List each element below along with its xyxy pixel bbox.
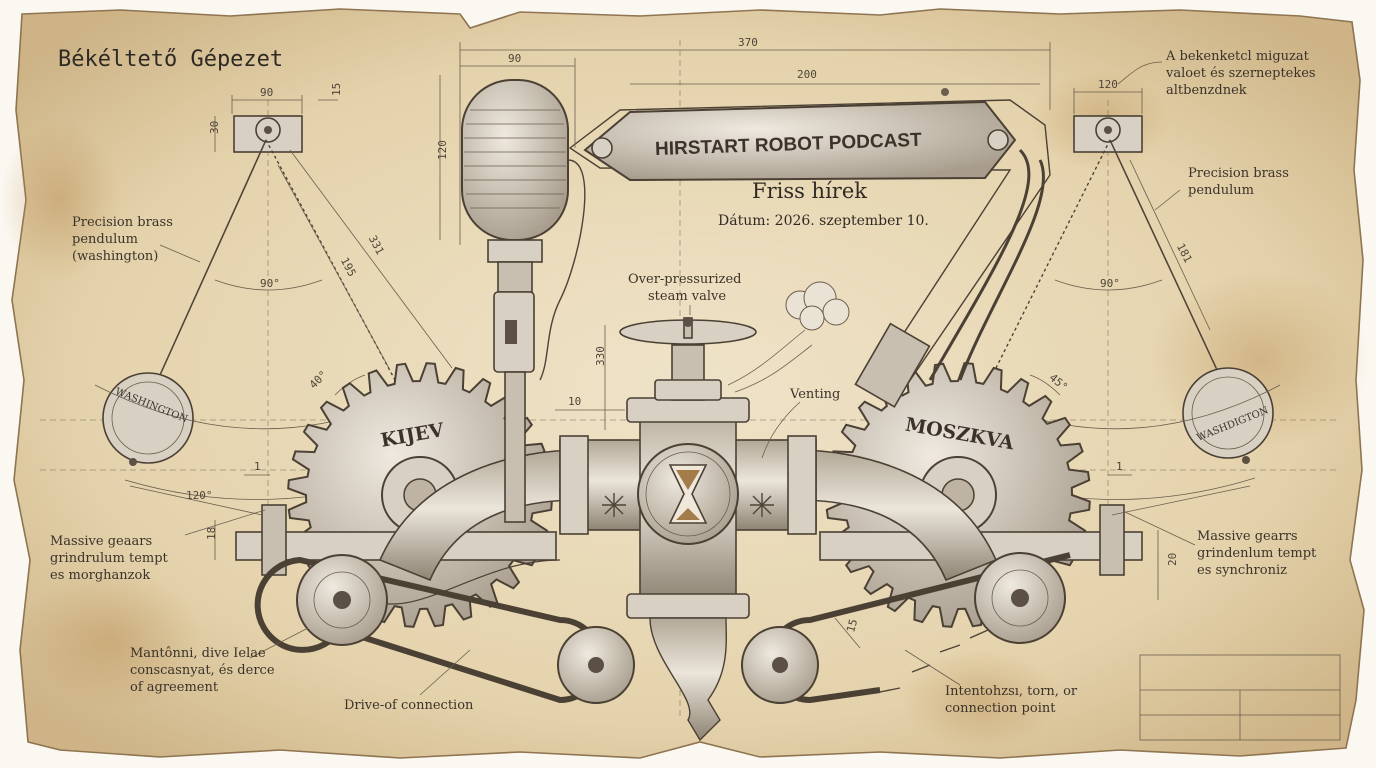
svg-text:connection point: connection point	[945, 701, 1056, 716]
bottom-left-label: Mantônni, dive Ielae conscasnyat, és der…	[130, 646, 275, 695]
microphone	[461, 79, 586, 523]
note-top-right: A bekenketcl miguzat valoet és szernepte…	[1165, 49, 1316, 98]
leader-lines	[159, 61, 1196, 696]
dim-90-left: 90	[260, 86, 273, 99]
title-block	[1139, 654, 1341, 741]
dimension-lines	[129, 42, 1251, 649]
svg-text:Precision brass: Precision brass	[72, 215, 173, 230]
dimension-values: 370 90 200 120 90 15 30 331 195 90° 40° …	[186, 36, 1195, 634]
dim-20: 20	[1166, 553, 1179, 566]
news-heading: Friss hírek	[752, 179, 867, 203]
svg-text:pendulum: pendulum	[1188, 183, 1254, 198]
dim-30: 30	[208, 121, 221, 134]
left-pendulum	[102, 115, 396, 466]
angle-90-right: 90°	[1100, 277, 1120, 290]
dim-120-right: 120	[1098, 78, 1118, 91]
gears-right-label: Massive gearrs grindenlum tempt es synch…	[1197, 529, 1317, 578]
svg-text:pendulum: pendulum	[72, 232, 138, 247]
svg-text:grindenlum tempt: grindenlum tempt	[1197, 546, 1317, 561]
date-text: Dátum: 2026. szeptember 10.	[718, 213, 929, 229]
venting-label: Venting	[789, 387, 840, 402]
dim-120-mic: 120	[436, 140, 449, 160]
pendulum-left-label: Precision brass pendulum (washington)	[72, 215, 173, 264]
dim-1-left: 1	[254, 460, 261, 473]
dim-90-top: 90	[508, 52, 521, 65]
dim-15: 15	[330, 83, 343, 96]
gears-left-label: Massive geaars grindrulum tempt es morgh…	[50, 534, 169, 583]
svg-text:steam valve: steam valve	[648, 289, 726, 304]
svg-text:Over-pressurized: Over-pressurized	[628, 272, 741, 287]
robot-arm	[568, 88, 1051, 408]
svg-text:Intentohzsı, torn, or: Intentohzsı, torn, or	[945, 684, 1078, 699]
angle-120: 120°	[186, 489, 213, 502]
svg-text:valoet és szerneptekes: valoet és szerneptekes	[1165, 66, 1316, 81]
svg-text:es morghanzok: es morghanzok	[50, 568, 150, 583]
dim-370: 370	[738, 36, 758, 49]
svg-text:(washington): (washington)	[72, 249, 158, 264]
svg-text:Precision brass: Precision brass	[1188, 166, 1289, 181]
svg-text:Mantônni, dive Ielae: Mantônni, dive Ielae	[130, 646, 266, 661]
pendulum-right-label: Precision brass pendulum	[1188, 166, 1289, 198]
svg-text:altbenzdnek: altbenzdnek	[1166, 83, 1247, 98]
dim-1-right: 1	[1116, 460, 1123, 473]
valve-label: Over-pressurized steam valve	[628, 272, 741, 304]
svg-text:Massive geaars: Massive geaars	[50, 534, 152, 549]
dim-15-belt: 15	[844, 618, 860, 634]
bottom-right-label: Intentohzsı, torn, or connection point	[945, 684, 1078, 716]
angle-90-left: 90°	[260, 277, 280, 290]
right-pendulum	[989, 115, 1274, 464]
svg-text:conscasnyat, és derce: conscasnyat, és derce	[130, 663, 275, 678]
belt-drives	[254, 552, 1071, 704]
svg-text:of agreement: of agreement	[130, 680, 219, 695]
svg-text:Massive gearrs: Massive gearrs	[1197, 529, 1298, 544]
central-valve-assembly	[369, 281, 998, 742]
dim-10: 10	[568, 395, 581, 408]
drive-label: Drive-of connection	[344, 698, 474, 713]
diagram-title: Békéltető Gépezet	[58, 47, 283, 72]
svg-text:grindrulum tempt: grindrulum tempt	[50, 551, 169, 566]
dim-330: 330	[594, 346, 607, 366]
dim-200: 200	[797, 68, 817, 81]
svg-text:es synchroniz: es synchroniz	[1197, 563, 1287, 578]
dim-18: 18	[205, 527, 218, 540]
svg-text:A bekenketcl miguzat: A bekenketcl miguzat	[1165, 49, 1310, 64]
